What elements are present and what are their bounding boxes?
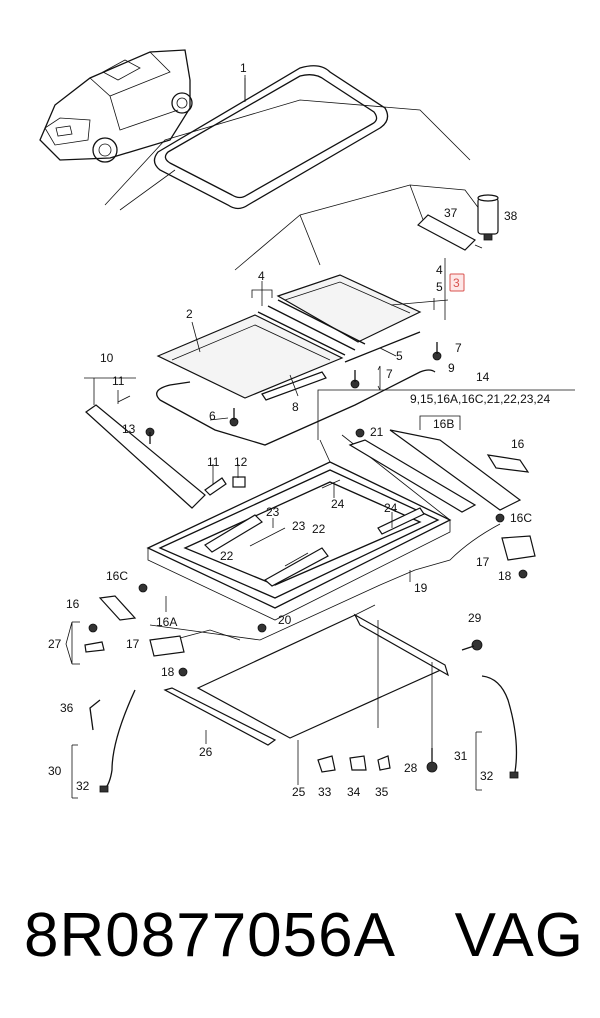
label-22a: 22 bbox=[312, 522, 326, 536]
part-11-12-clips bbox=[204, 476, 246, 496]
motors bbox=[98, 454, 536, 657]
part-37-tube bbox=[417, 214, 483, 251]
label-26: 26 bbox=[199, 745, 213, 759]
part-4-strips bbox=[257, 299, 366, 356]
label-36: 36 bbox=[60, 701, 74, 715]
label-9: 9 bbox=[448, 361, 455, 375]
label-20: 20 bbox=[278, 613, 292, 627]
part-38-bottle bbox=[477, 194, 499, 241]
label-25: 25 bbox=[292, 785, 306, 799]
label-16C-b: 16C bbox=[510, 511, 532, 525]
label-21: 21 bbox=[370, 425, 384, 439]
drain-hoses bbox=[89, 675, 519, 793]
label-14: 14 bbox=[476, 370, 490, 384]
part-10-deflector bbox=[85, 395, 206, 509]
brand-name: VAG bbox=[454, 901, 584, 970]
label-18a: 18 bbox=[498, 569, 512, 583]
main-frame bbox=[146, 429, 522, 621]
label-22b: 22 bbox=[220, 549, 234, 563]
label-38: 38 bbox=[504, 209, 518, 223]
label-11b: 11 bbox=[207, 455, 220, 469]
label-32a: 32 bbox=[76, 779, 90, 793]
label-3: 3 bbox=[453, 276, 460, 290]
label-7b: 7 bbox=[386, 367, 393, 381]
label-14-sub: 9,15,16A,16C,21,22,23,24 bbox=[410, 392, 550, 406]
label-6: 6 bbox=[209, 409, 216, 423]
label-10: 10 bbox=[100, 351, 114, 365]
label-16a: 16 bbox=[511, 437, 525, 451]
car-thumbnail bbox=[39, 49, 193, 163]
label-35: 35 bbox=[375, 785, 389, 799]
part-number: 8R0877056A bbox=[24, 901, 396, 970]
label-30: 30 bbox=[48, 764, 62, 778]
label-2: 2 bbox=[186, 307, 193, 321]
screws bbox=[88, 342, 528, 773]
part-25-sunshade bbox=[196, 604, 450, 748]
label-12: 12 bbox=[234, 455, 248, 469]
label-8: 8 bbox=[292, 400, 299, 414]
label-19: 19 bbox=[414, 581, 428, 595]
label-27: 27 bbox=[48, 637, 62, 651]
label-4b: 4 bbox=[436, 263, 443, 277]
label-5b: 5 bbox=[396, 349, 403, 363]
small-clips bbox=[84, 641, 391, 773]
label-23a: 23 bbox=[266, 505, 280, 519]
label-23b: 23 bbox=[292, 519, 306, 533]
label-37: 37 bbox=[444, 206, 458, 220]
label-13: 13 bbox=[122, 422, 136, 436]
leader-lines bbox=[65, 75, 575, 799]
label-31: 31 bbox=[454, 749, 468, 763]
label-17a: 17 bbox=[476, 555, 490, 569]
label-17b: 17 bbox=[126, 637, 140, 651]
caption: 8R0877056A VAG bbox=[12, 900, 592, 980]
label-18b: 18 bbox=[161, 665, 175, 679]
part-26-rail bbox=[163, 687, 277, 746]
part-3-highlight bbox=[449, 273, 465, 292]
label-32b: 32 bbox=[480, 769, 494, 783]
callout-labels: 1 37 38 4 4 5 3 2 5 7 9 7 10 11 14 9,15,… bbox=[48, 61, 550, 799]
label-11a: 11 bbox=[112, 374, 125, 388]
label-16C-a: 16C bbox=[106, 569, 128, 583]
label-24b: 24 bbox=[384, 501, 398, 515]
label-5a: 5 bbox=[436, 280, 443, 294]
part-9-seal bbox=[156, 369, 436, 446]
sunroof-exploded-diagram: 1 37 38 4 4 5 3 2 5 7 9 7 10 11 14 9,15,… bbox=[39, 49, 575, 799]
part-5-strip bbox=[344, 331, 421, 363]
label-34: 34 bbox=[347, 785, 361, 799]
label-33: 33 bbox=[318, 785, 332, 799]
part-2-front-glass bbox=[156, 314, 344, 399]
roof-outline bbox=[104, 99, 496, 271]
label-16B: 16B bbox=[433, 417, 454, 431]
label-16A: 16A bbox=[156, 615, 177, 629]
label-1: 1 bbox=[240, 61, 247, 75]
label-29: 29 bbox=[468, 611, 482, 625]
label-7a: 7 bbox=[455, 341, 462, 355]
label-24a: 24 bbox=[331, 497, 345, 511]
label-16b: 16 bbox=[66, 597, 80, 611]
label-28: 28 bbox=[404, 761, 418, 775]
label-4a: 4 bbox=[258, 269, 265, 283]
